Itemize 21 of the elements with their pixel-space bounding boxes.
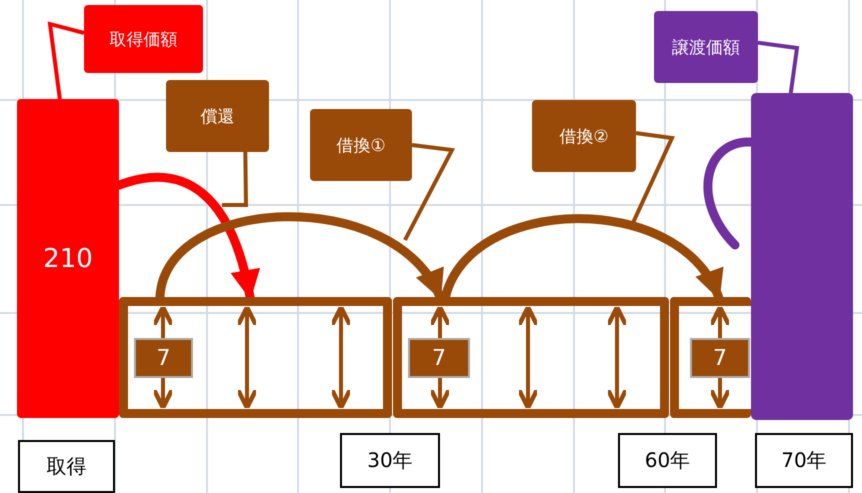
callout-label: 取得価額 <box>84 5 203 73</box>
value-label: 7 <box>690 338 750 378</box>
timeline-label: 60年 <box>618 433 717 488</box>
timeline-label: 30年 <box>340 433 440 488</box>
value-bar: 210 <box>17 99 119 418</box>
callout-label: 借換② <box>532 100 636 172</box>
value-label: 7 <box>408 338 470 378</box>
value-label: 7 <box>134 338 193 378</box>
period-frame <box>119 297 392 418</box>
leader-line <box>48 21 84 100</box>
callout-label: 償還 <box>166 80 269 152</box>
period-frame <box>393 297 669 418</box>
timeline-label: 取得 <box>18 440 115 493</box>
leader-line <box>403 143 456 241</box>
period-frame <box>670 297 751 418</box>
leader-line <box>222 152 248 207</box>
callout-label: 譲渡価額 <box>654 11 758 83</box>
timeline-label: 70年 <box>755 433 853 488</box>
callout-label: 借換① <box>310 109 412 181</box>
leader-line <box>758 40 800 94</box>
value-bar <box>751 93 853 420</box>
